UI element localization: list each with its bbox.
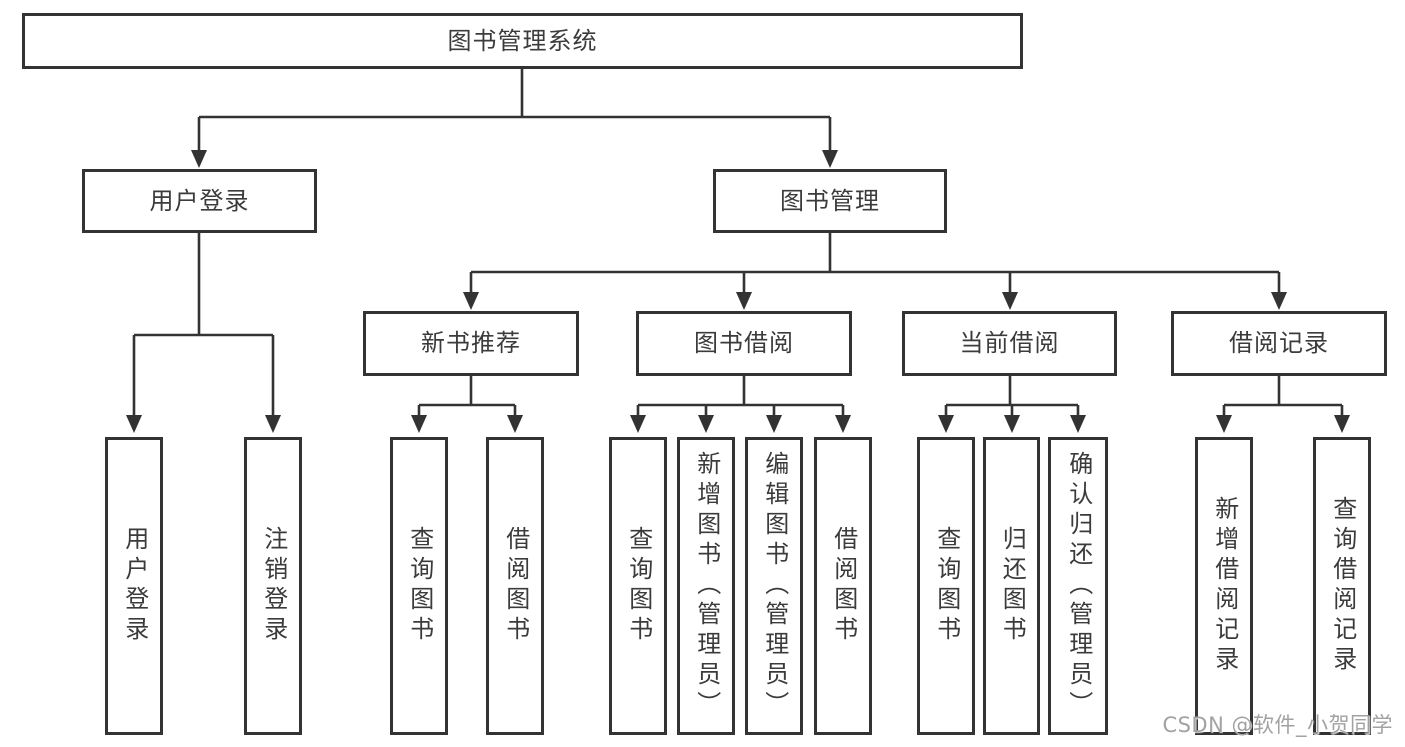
- leaf-borrow-books-recommend: 借阅图书: [486, 437, 544, 735]
- arrowhead: [507, 415, 523, 433]
- leaf-edit-book-admin-label: 编辑图书（管理员）: [760, 451, 789, 721]
- leaf-add-book-admin: 新增图书（管理员）: [677, 437, 735, 735]
- node-borrowing-records-label: 借阅记录: [1229, 329, 1329, 358]
- arrowhead: [1271, 292, 1287, 310]
- arrowhead: [1334, 415, 1350, 433]
- arrowhead: [835, 415, 851, 433]
- leaf-query-books-current-label: 查询图书: [932, 526, 961, 646]
- watermark-text: CSDN @软件_小贺同学: [1162, 713, 1393, 737]
- arrowhead: [1216, 415, 1232, 433]
- arrowhead: [191, 150, 207, 168]
- leaf-query-books-recommend-label: 查询图书: [405, 526, 434, 646]
- arrowhead: [1070, 415, 1086, 433]
- leaf-borrow-books-borrowing: 借阅图书: [814, 437, 872, 735]
- arrowhead: [126, 415, 142, 433]
- leaf-return-book: 归还图书: [983, 437, 1040, 735]
- leaf-add-borrow-record-label: 新增借阅记录: [1210, 496, 1239, 676]
- node-user-login: 用户登录: [82, 169, 317, 233]
- arrowhead: [265, 415, 281, 433]
- leaf-add-book-admin-label: 新增图书（管理员）: [692, 451, 721, 721]
- node-library-system: 图书管理系统: [22, 13, 1023, 69]
- connector-new-book-to-leaves: [411, 376, 523, 433]
- leaf-query-books-borrowing-label: 查询图书: [624, 526, 653, 646]
- arrowhead: [698, 415, 714, 433]
- leaf-logout: 注销登录: [244, 437, 302, 735]
- leaf-query-books-current: 查询图书: [917, 437, 975, 735]
- connector-book-management-to-modules: [463, 233, 1287, 310]
- arrowhead: [938, 415, 954, 433]
- node-library-system-label: 图书管理系统: [447, 26, 598, 55]
- leaf-query-borrow-record-label: 查询借阅记录: [1328, 496, 1357, 676]
- leaf-confirm-return-admin: 确认归还（管理员）: [1048, 437, 1108, 735]
- leaf-return-book-label: 归还图书: [998, 526, 1027, 646]
- connector-root-to-branches: [191, 69, 838, 168]
- node-current-borrowing: 当前借阅: [902, 311, 1117, 376]
- connector-borrow-records-to-leaves: [1216, 376, 1350, 433]
- leaf-query-books-recommend: 查询图书: [390, 437, 448, 735]
- leaf-user-login: 用户登录: [105, 437, 163, 735]
- leaf-confirm-return-admin-label: 确认归还（管理员）: [1064, 451, 1093, 721]
- leaf-logout-label: 注销登录: [259, 526, 288, 646]
- connector-current-borrowing-to-leaves: [938, 376, 1086, 433]
- arrowhead: [411, 415, 427, 433]
- leaf-borrow-books-borrowing-label: 借阅图书: [829, 526, 858, 646]
- leaf-edit-book-admin: 编辑图书（管理员）: [745, 437, 803, 735]
- node-book-borrowing: 图书借阅: [636, 311, 852, 376]
- arrowhead: [766, 415, 782, 433]
- connector-user-login-to-leaves: [126, 233, 281, 433]
- arrowhead: [822, 150, 838, 168]
- leaf-borrow-books-recommend-label: 借阅图书: [501, 526, 530, 646]
- node-new-book-recommendation-label: 新书推荐: [421, 329, 521, 358]
- arrowhead: [630, 415, 646, 433]
- leaf-query-borrow-record: 查询借阅记录: [1313, 437, 1371, 735]
- leaf-add-borrow-record: 新增借阅记录: [1195, 437, 1253, 735]
- arrowhead: [736, 292, 752, 310]
- connector-book-borrowing-to-leaves: [630, 376, 851, 433]
- node-borrowing-records: 借阅记录: [1171, 311, 1387, 376]
- node-user-login-label: 用户登录: [149, 186, 250, 215]
- node-new-book-recommendation: 新书推荐: [363, 311, 579, 376]
- arrowhead: [463, 292, 479, 310]
- leaf-query-books-borrowing: 查询图书: [609, 437, 667, 735]
- node-current-borrowing-label: 当前借阅: [959, 329, 1060, 358]
- node-book-management-label: 图书管理: [780, 186, 880, 215]
- arrowhead: [1004, 415, 1020, 433]
- node-book-management: 图书管理: [713, 169, 947, 233]
- arrowhead: [1002, 292, 1018, 310]
- node-book-borrowing-label: 图书借阅: [694, 329, 794, 358]
- leaf-user-login-label: 用户登录: [120, 526, 149, 646]
